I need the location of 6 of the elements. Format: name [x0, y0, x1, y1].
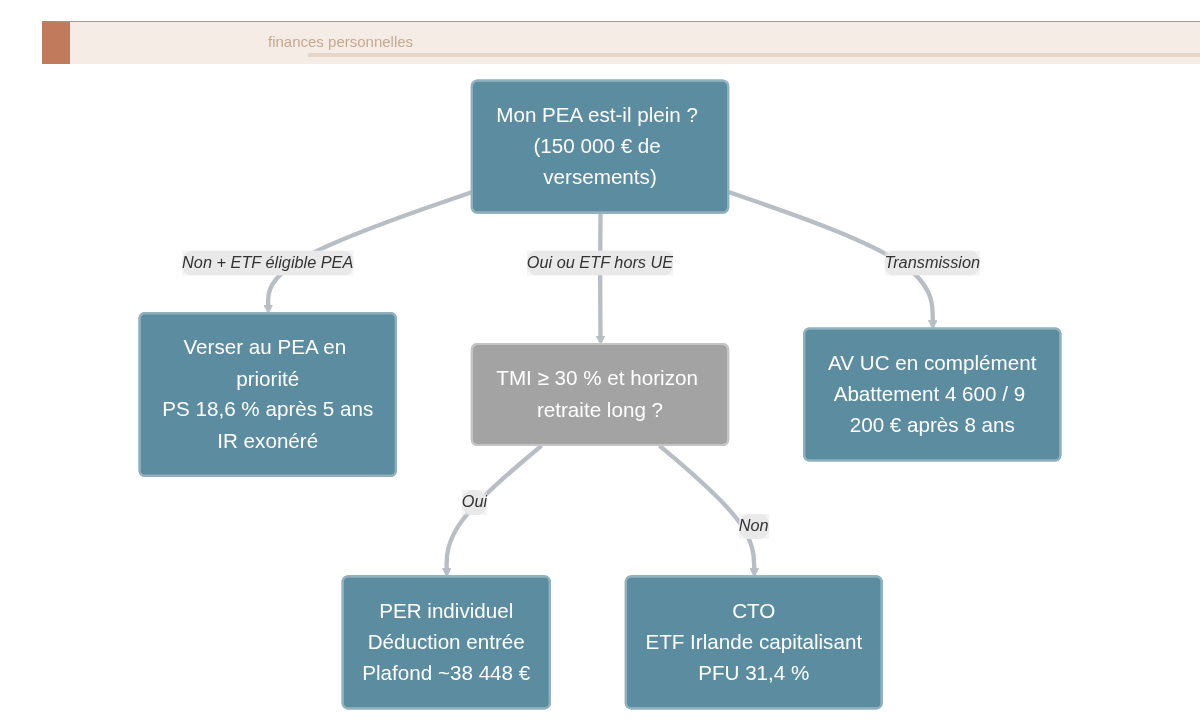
section-label: finances personnelles: [268, 33, 414, 51]
edge-label: Oui: [461, 492, 488, 511]
edge-label: Oui ou ETF hors UE: [526, 252, 674, 272]
edge-label: Non + ETF éligible PEA: [182, 252, 354, 272]
edge-label: Non: [738, 516, 769, 535]
edge-label: Transmission: [884, 252, 981, 272]
